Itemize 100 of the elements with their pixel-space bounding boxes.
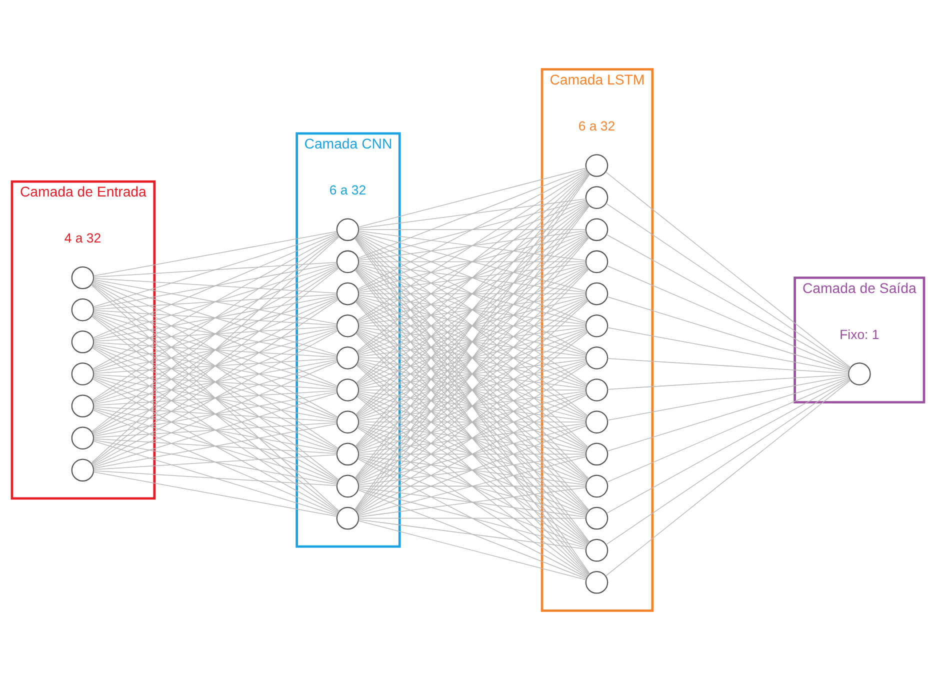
connector bbox=[358, 329, 587, 419]
connector bbox=[357, 202, 588, 322]
connector bbox=[93, 310, 338, 326]
connector bbox=[93, 278, 338, 294]
connector bbox=[92, 360, 338, 436]
connector bbox=[358, 230, 586, 261]
connector bbox=[606, 234, 850, 370]
connector bbox=[92, 281, 338, 386]
connector bbox=[356, 364, 588, 544]
connector bbox=[606, 265, 850, 370]
connector bbox=[93, 279, 338, 324]
connector bbox=[93, 343, 338, 389]
connector bbox=[606, 379, 850, 546]
connector bbox=[93, 294, 338, 310]
connector bbox=[356, 298, 588, 449]
node-circle bbox=[336, 410, 360, 434]
connector bbox=[358, 520, 587, 580]
connector bbox=[358, 293, 586, 294]
connector bbox=[356, 170, 588, 321]
node-circle bbox=[336, 378, 360, 402]
connector bbox=[358, 264, 587, 324]
connector bbox=[356, 363, 588, 514]
node-circle bbox=[585, 474, 608, 498]
node-circle bbox=[336, 250, 360, 274]
connector bbox=[93, 438, 338, 454]
connector bbox=[357, 170, 588, 290]
connector bbox=[607, 358, 849, 374]
node-circle bbox=[71, 266, 94, 290]
node-circle bbox=[71, 298, 94, 322]
connector bbox=[356, 202, 588, 353]
connector bbox=[93, 326, 338, 342]
connector bbox=[93, 342, 338, 358]
node-circle bbox=[585, 506, 608, 530]
connector bbox=[607, 327, 849, 372]
connector bbox=[357, 330, 588, 450]
connector bbox=[92, 296, 338, 372]
connector bbox=[358, 200, 587, 260]
connector bbox=[93, 327, 338, 372]
connector bbox=[92, 280, 338, 356]
connector bbox=[358, 488, 587, 548]
connector bbox=[92, 297, 338, 402]
connector bbox=[358, 265, 587, 355]
connector bbox=[93, 295, 338, 340]
connector bbox=[93, 440, 338, 485]
connector bbox=[92, 233, 338, 338]
connector bbox=[358, 168, 587, 228]
connector bbox=[93, 390, 338, 406]
node-circle bbox=[71, 394, 94, 418]
connector bbox=[358, 455, 586, 486]
connector bbox=[93, 472, 338, 517]
node-circle bbox=[336, 218, 360, 242]
connector bbox=[92, 410, 338, 515]
connector bbox=[358, 422, 586, 454]
connector bbox=[606, 378, 850, 483]
connector bbox=[358, 358, 586, 390]
connector bbox=[356, 266, 588, 417]
node-circle bbox=[585, 218, 608, 242]
connector bbox=[358, 360, 587, 420]
connector bbox=[358, 424, 587, 484]
connector bbox=[358, 168, 587, 258]
node-circle bbox=[585, 186, 608, 209]
connector bbox=[356, 300, 588, 480]
connector bbox=[92, 408, 338, 484]
connector bbox=[92, 315, 339, 481]
connector bbox=[93, 311, 338, 356]
connector bbox=[93, 424, 338, 469]
node-circle bbox=[585, 250, 608, 274]
connector bbox=[92, 313, 338, 418]
connector bbox=[92, 265, 338, 370]
node-circle bbox=[585, 346, 608, 370]
connector bbox=[358, 200, 587, 291]
connector bbox=[357, 426, 588, 546]
connector bbox=[93, 231, 338, 276]
connector bbox=[606, 376, 850, 452]
node-circle bbox=[336, 506, 360, 530]
connector bbox=[93, 407, 338, 453]
connector bbox=[356, 395, 588, 546]
node-label: 6 a 32 bbox=[329, 182, 366, 198]
connector bbox=[358, 390, 586, 422]
node-circle bbox=[336, 314, 360, 338]
node-circle bbox=[585, 378, 608, 402]
connector bbox=[92, 234, 338, 370]
connector bbox=[358, 232, 587, 323]
connector bbox=[356, 234, 588, 385]
connector bbox=[93, 263, 338, 308]
node-circle bbox=[71, 330, 94, 354]
connector bbox=[358, 262, 586, 293]
connector bbox=[605, 380, 851, 576]
connector bbox=[93, 262, 338, 278]
node-circle bbox=[71, 458, 94, 482]
node-circle bbox=[585, 282, 608, 306]
connector bbox=[356, 203, 588, 384]
connector bbox=[358, 518, 586, 519]
connector bbox=[92, 312, 338, 388]
node-circle bbox=[336, 282, 360, 306]
connector bbox=[92, 264, 338, 340]
connector bbox=[358, 198, 586, 229]
connector bbox=[357, 362, 588, 482]
connector bbox=[356, 332, 588, 512]
node-circle bbox=[585, 570, 608, 594]
